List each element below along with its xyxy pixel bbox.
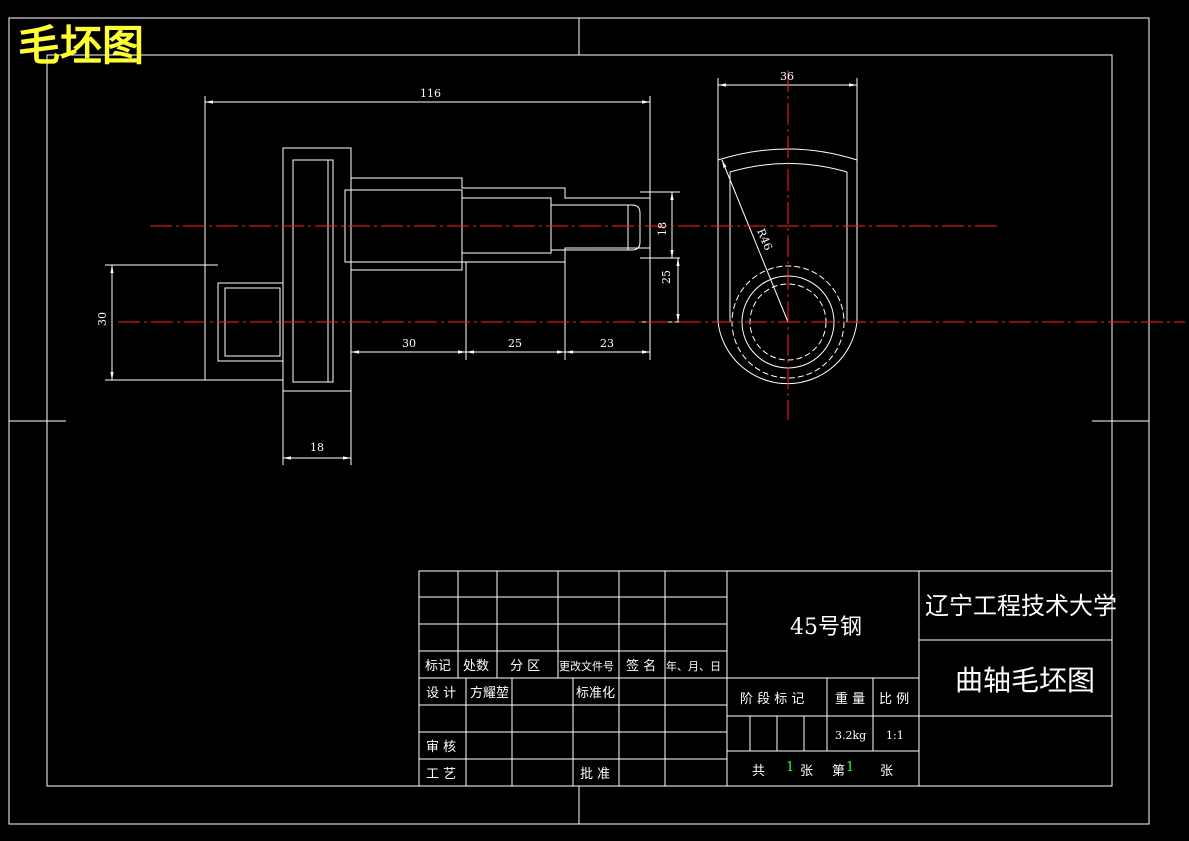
hdr-count: 处数 — [463, 659, 489, 674]
centering-marks — [9, 18, 1149, 824]
dim-right-width: 36 — [780, 70, 794, 83]
hdr-docno: 更改文件号 — [559, 659, 614, 673]
material-label: 45号钢 — [790, 615, 862, 640]
hdr-mark: 标记 — [425, 659, 451, 674]
stage-mark-label: 阶 段 标 记 — [740, 692, 804, 707]
dim-left-height: 30 — [96, 312, 109, 326]
dim-journal-dia: 18 — [656, 222, 669, 236]
dim-overall-length: 116 — [420, 87, 441, 100]
designer-name: 方耀堃 — [470, 685, 509, 701]
total-count: 1 — [786, 760, 794, 775]
sheet-title: 毛坯图 — [18, 21, 144, 70]
hdr-zone: 分 区 — [510, 659, 540, 674]
dim-offset: 25 — [660, 270, 673, 284]
hdr-sign: 签 名 — [626, 658, 656, 674]
dim-step-a: 30 — [402, 337, 416, 350]
approve-label: 批 准 — [580, 767, 610, 782]
standard-label: 标准化 — [576, 686, 615, 701]
nth-label: 第 — [832, 764, 845, 779]
nth-count: 1 — [846, 760, 854, 775]
dim-flange-width: 18 — [310, 441, 324, 454]
scale-label: 比 例 — [879, 692, 909, 707]
weight-label: 重 量 — [835, 691, 865, 707]
dimension-lines — [110, 83, 857, 460]
hdr-date: 年、月、日 — [666, 659, 721, 673]
outer-border — [8, 17, 1150, 825]
dim-radius: R46 — [754, 227, 775, 253]
dim-step-b: 25 — [508, 337, 522, 350]
title-block — [418, 570, 1113, 787]
school-name: 辽宁工程技术大学 — [925, 592, 1117, 620]
process-label: 工 艺 — [426, 767, 456, 782]
center-lines — [118, 70, 1185, 420]
inner-border — [46, 54, 1113, 787]
dim-step-c: 23 — [600, 337, 614, 350]
total-label: 共 — [752, 764, 765, 779]
sheet-unit: 张 — [800, 764, 813, 779]
design-label: 设 计 — [426, 686, 456, 701]
sheet-unit-2: 张 — [880, 764, 893, 779]
weight-value: 3.2kg — [835, 729, 866, 742]
side-view — [105, 96, 700, 465]
review-label: 审 核 — [426, 740, 456, 755]
drawing-name: 曲轴毛坯图 — [955, 664, 1095, 697]
scale-value: 1:1 — [886, 729, 904, 742]
